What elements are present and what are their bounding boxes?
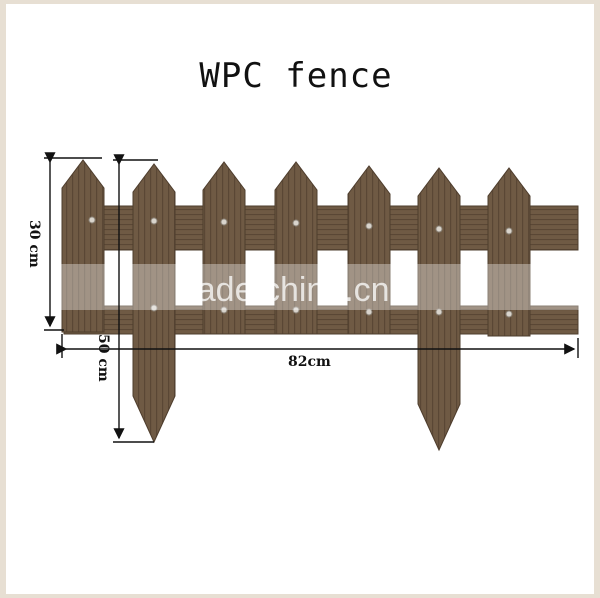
watermark-band: [6, 264, 594, 310]
screws: [88, 216, 513, 318]
width-label: 82cm: [288, 354, 331, 370]
picket-2-stake: [132, 163, 176, 444]
picket-3: [202, 161, 246, 335]
height-long-label: 50 cm: [95, 334, 111, 382]
picket-1: [61, 159, 105, 333]
dimension-lines: [44, 152, 579, 443]
picket-7: [487, 167, 531, 337]
picket-4: [274, 161, 318, 335]
height-short-label: 30 cm: [26, 220, 42, 268]
watermark-text: trade.china.cn: [176, 271, 390, 309]
page-title: WPC fence: [199, 56, 393, 96]
fence-pickets: [61, 159, 531, 452]
fence-illustration: trade.china.cn 30 cm 50 cm 82cm: [6, 152, 594, 452]
picket-5: [347, 165, 391, 335]
